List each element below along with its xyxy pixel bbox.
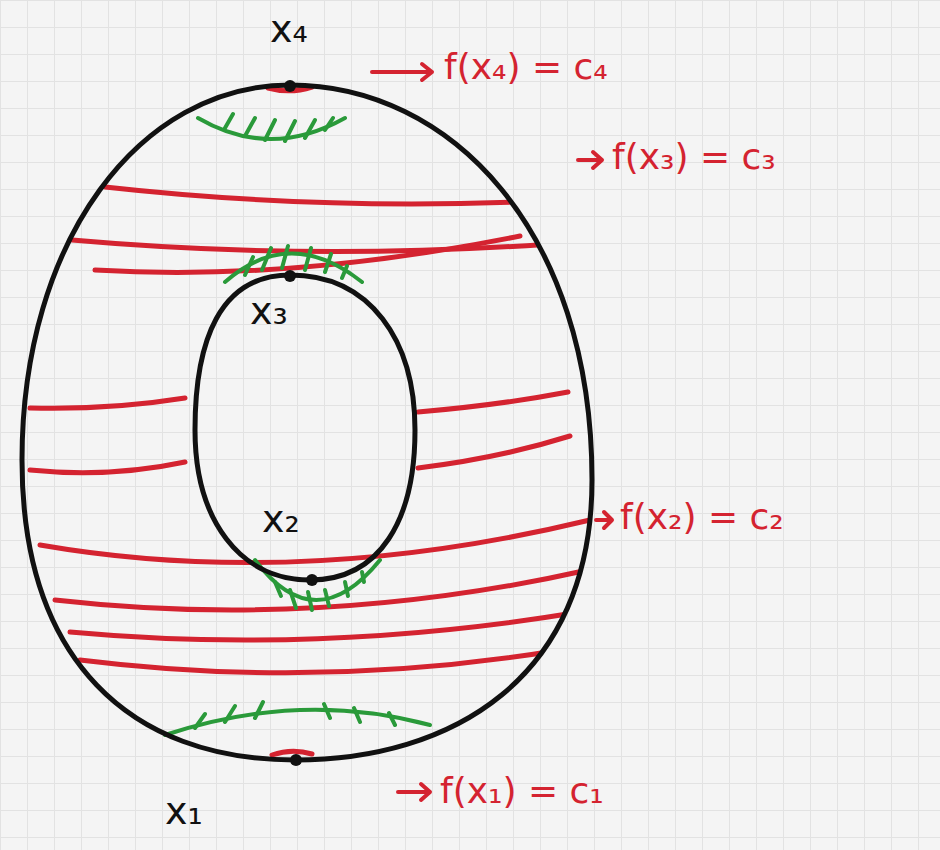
level-curve	[272, 751, 312, 755]
point-label: x₄	[270, 8, 308, 52]
value-label: f(x₁) = c₁	[440, 770, 604, 811]
critical-points	[284, 80, 318, 766]
value-label: f(x₂) = c₂	[620, 496, 784, 537]
outer-outline	[22, 85, 592, 760]
point-label: x₃	[250, 290, 288, 334]
point-label: x₂	[262, 498, 300, 542]
neighbourhoods	[165, 114, 430, 735]
value-label: f(x₃) = c₃	[612, 136, 776, 177]
value-arrows	[372, 64, 612, 800]
value-label: f(x₄) = c₄	[444, 46, 608, 87]
inner-outline	[195, 275, 415, 580]
point-label: x₁	[165, 790, 203, 834]
level-curves	[30, 187, 590, 673]
